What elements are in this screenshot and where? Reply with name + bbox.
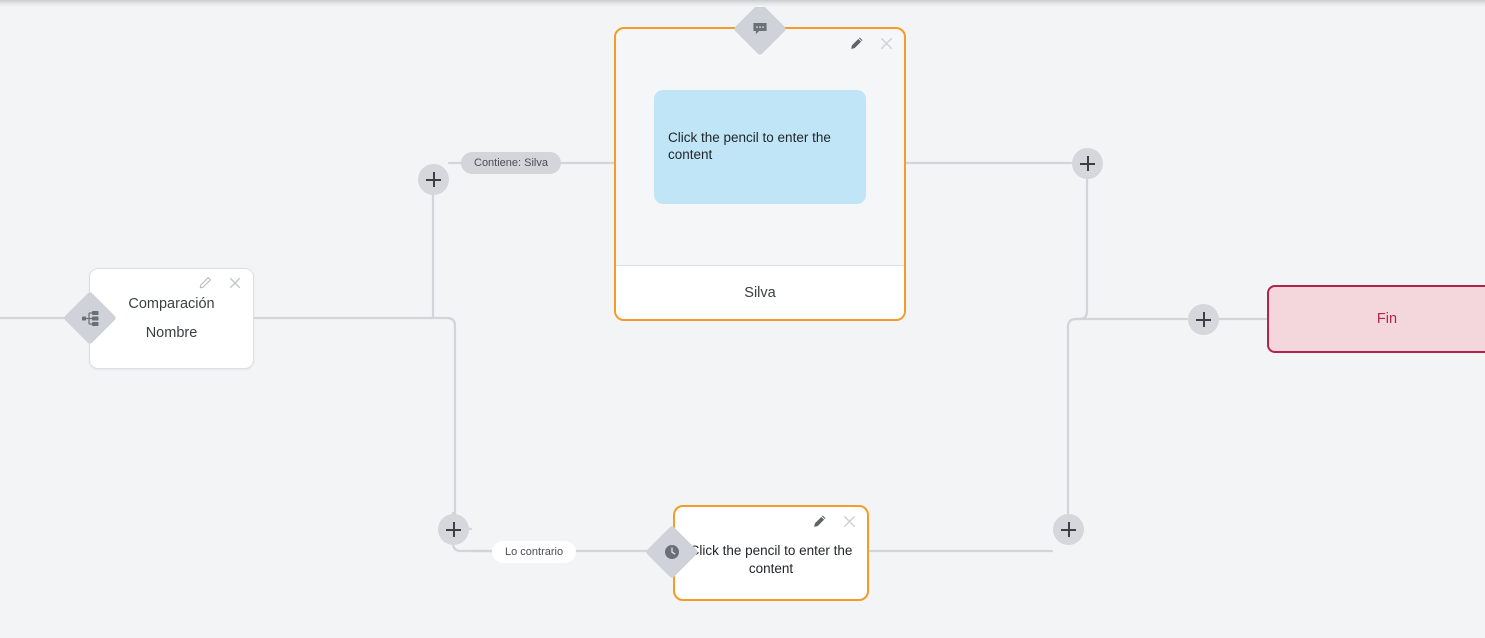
edge-bottommerge-up (1066, 317, 1189, 515)
edge-label-lo-contrario[interactable]: Lo contrario (492, 541, 577, 563)
node-fin-label: Fin (1376, 311, 1398, 327)
edge-label-contiene[interactable]: Contiene: Silva (461, 152, 561, 174)
node-message-top-actions (848, 35, 894, 51)
chat-bubble-badge (733, 2, 787, 56)
close-icon[interactable] (227, 275, 243, 291)
node-comparacion-subtitle: Nombre (145, 325, 198, 341)
add-node-bottom-branch-button[interactable] (438, 514, 469, 545)
node-message-bottom[interactable]: Click the pencil to enter the content (673, 505, 869, 601)
pencil-icon[interactable] (811, 513, 827, 529)
node-message-top-body: Click the pencil to enter the content (616, 29, 904, 265)
sitemap-icon (71, 299, 109, 337)
node-comparacion-actions (197, 275, 243, 291)
clock-icon (653, 533, 691, 571)
add-node-bottom-merge-button[interactable] (1053, 514, 1084, 545)
node-message-bottom-text[interactable]: Click the pencil to enter the content (689, 543, 853, 576)
node-message-top[interactable]: Click the pencil to enter the content Si… (614, 27, 906, 321)
node-message-top-footer: Silva (616, 265, 904, 319)
pencil-icon[interactable] (197, 275, 213, 291)
add-node-before-fin-button[interactable] (1188, 304, 1219, 335)
node-comparacion[interactable]: Comparación Nombre (89, 268, 254, 369)
sitemap-badge (63, 291, 117, 345)
node-message-bottom-actions (811, 513, 857, 529)
message-bubble[interactable]: Click the pencil to enter the content (654, 90, 866, 204)
clock-badge (645, 525, 699, 579)
edge-comparacion-out (252, 316, 457, 523)
add-node-top-branch-button[interactable] (418, 164, 449, 195)
edge-topmerge-down (1073, 177, 1089, 321)
add-node-top-merge-button[interactable] (1072, 148, 1103, 179)
node-fin[interactable]: Fin (1267, 285, 1485, 353)
chat-bubble-icon (741, 10, 779, 48)
pencil-icon[interactable] (848, 35, 864, 51)
close-icon[interactable] (841, 513, 857, 529)
node-comparacion-title: Comparación (128, 296, 215, 312)
close-icon[interactable] (878, 35, 894, 51)
